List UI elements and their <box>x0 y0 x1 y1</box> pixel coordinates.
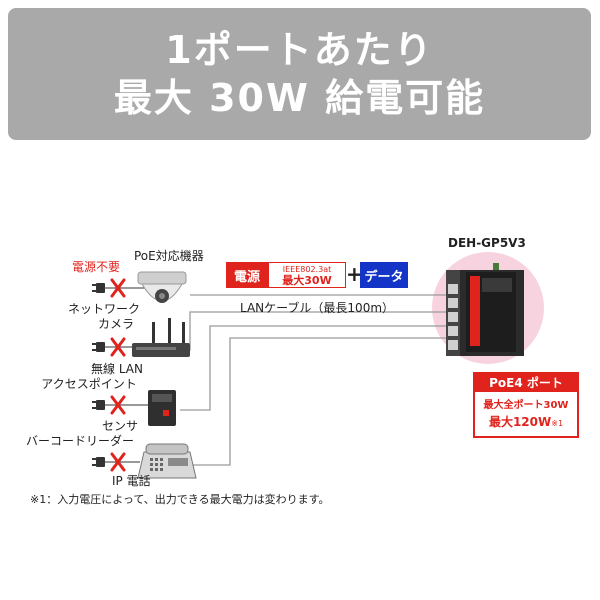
poe-box-total: 最大全ポート30W <box>483 400 569 411</box>
sensor-label-2: バーコードリーダー <box>26 434 135 448</box>
cable-ap <box>172 311 460 351</box>
poe-spec-box: PoE4 ポート 最大全ポート30W 最大120W※1 <box>473 372 579 438</box>
cable-phone <box>192 337 460 466</box>
phone-icon <box>137 443 197 479</box>
plug-icon <box>92 283 105 467</box>
model-label: DEH-GP5V3 <box>448 236 526 250</box>
dome-camera-icon <box>137 271 187 303</box>
data-tag: データ <box>360 262 408 288</box>
cable-label: LANケーブル（最長100m） <box>240 301 395 315</box>
camera-label-2: カメラ <box>97 317 134 331</box>
power-tag-box: IEEE802.3at 最大30W <box>268 262 346 288</box>
title-banner: 1ポートあたり 最大 30W 給電可能 <box>8 8 591 140</box>
power-tag-label: 電源 <box>226 262 268 288</box>
banner-line-1: 1ポートあたり <box>165 28 434 72</box>
ap-label-1: 無線 LAN <box>91 362 143 376</box>
plus-sign: + <box>346 262 363 286</box>
footnote: ※1：入力電圧によって、出力できる最大電力は変わります。 <box>30 493 330 506</box>
power-standard: IEEE802.3at <box>282 265 332 274</box>
poe-box-note: ※1 <box>551 419 564 428</box>
router-icon <box>132 318 190 357</box>
poe-box-max-line: 最大120W※1 <box>475 413 577 430</box>
lan-cables <box>172 294 460 466</box>
ap-label-2: アクセスポイント <box>41 377 137 391</box>
no-power-label: 電源不要 <box>72 260 121 274</box>
poe-box-max: 最大120W <box>488 415 552 429</box>
cross-icon <box>110 278 126 472</box>
poe-box-title: PoE4 ポート <box>475 374 577 392</box>
sensor-label-1: センサ <box>101 419 138 433</box>
phone-label: IP 電話 <box>112 474 151 488</box>
power-max: 最大30W <box>282 274 332 287</box>
sensor-icon <box>148 390 176 426</box>
switch-icon <box>446 263 524 356</box>
cable-sensor <box>180 325 460 411</box>
poe-device-label: PoE対応機器 <box>134 249 204 263</box>
banner-line-2: 最大 30W 給電可能 <box>113 76 486 120</box>
camera-label-1: ネットワーク <box>67 302 140 316</box>
